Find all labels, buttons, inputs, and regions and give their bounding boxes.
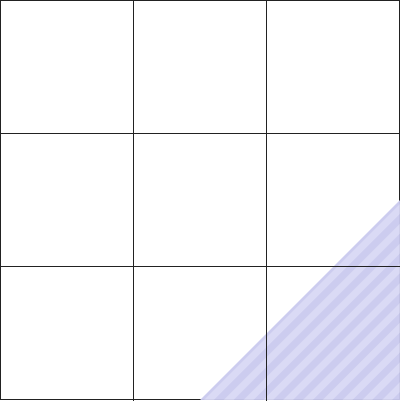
grid-cell-r3-c2[interactable] (134, 267, 267, 401)
grid-cell-r2-c3[interactable] (267, 134, 400, 267)
grid-cell-r2-c1[interactable] (1, 134, 134, 267)
grid-cell-r3-c3[interactable] (267, 267, 400, 401)
grid-cell-r1-c2[interactable] (134, 1, 267, 134)
grid-cell-r2-c2[interactable] (134, 134, 267, 267)
grid-cell-r1-c1[interactable] (1, 1, 134, 134)
grid-cell-r3-c1[interactable] (1, 267, 134, 401)
grid-cell-r1-c3[interactable] (267, 1, 400, 134)
